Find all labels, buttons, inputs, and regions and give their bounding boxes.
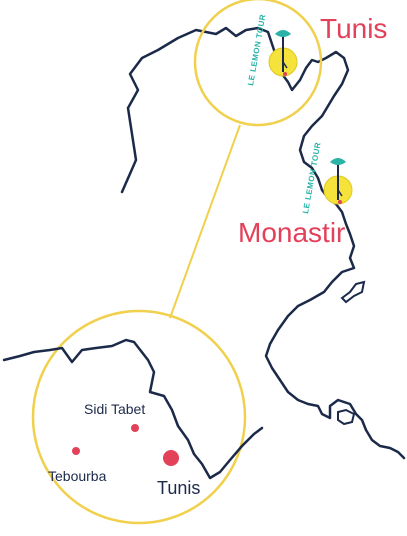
leaf-icon	[330, 158, 346, 165]
label-tunis: Tunis	[320, 13, 387, 44]
label-tunis-inset: Tunis	[157, 478, 200, 498]
zoom-source-circle	[193, 0, 323, 127]
label-monastir: Monastir	[238, 217, 345, 248]
sidi-tabet-dot	[131, 424, 139, 432]
label-sidi-tabet: Sidi Tabet	[84, 401, 145, 417]
island-djerba	[337, 408, 356, 426]
zoom-inset-circle	[31, 309, 247, 525]
tunis-dot	[163, 450, 179, 466]
island-kerkennah	[340, 280, 366, 304]
monastir-pin[interactable]: LE LEMON TOUR	[301, 141, 353, 214]
label-tebourba: Tebourba	[48, 468, 107, 484]
leaf-icon	[275, 30, 291, 37]
pin-brand-text: LE LEMON TOUR	[246, 13, 267, 86]
tebourba-dot	[72, 447, 80, 455]
inset-coastline	[2, 338, 264, 480]
tunis-pin[interactable]: LE LEMON TOUR	[246, 13, 298, 86]
zoom-connector-left	[169, 124, 241, 319]
pin-brand-text: LE LEMON TOUR	[301, 141, 322, 214]
coastline-north	[120, 26, 406, 460]
